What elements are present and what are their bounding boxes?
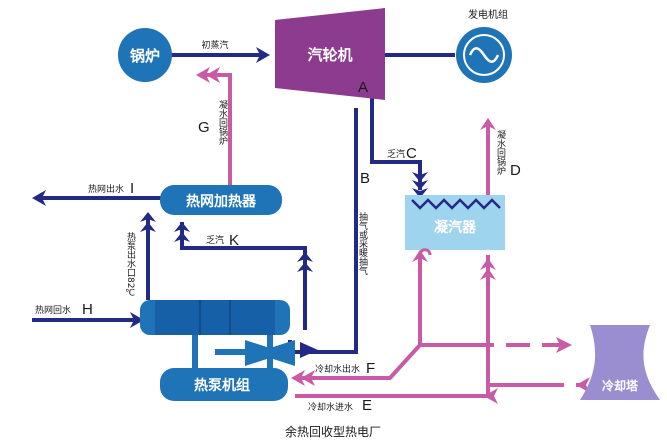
letter-f: F xyxy=(366,360,375,377)
condensate-d-label: 凝水回锅炉 xyxy=(495,130,506,176)
generator: 发电机组 xyxy=(456,8,512,83)
cooling-out-pipe xyxy=(295,255,422,380)
letter-c: C xyxy=(406,145,417,162)
exhaust-c-label: 乏汽 xyxy=(387,148,405,160)
heat-pump-unit: 热泵机组 xyxy=(160,368,288,401)
exhaust-k-label: 乏汽 xyxy=(206,234,224,246)
heat-return-label: 热网回水 xyxy=(35,304,71,316)
arrow-d xyxy=(480,118,496,130)
arrow-g-1 xyxy=(196,67,210,83)
arrow-tower xyxy=(556,337,572,353)
letter-b: B xyxy=(360,170,370,187)
cooling-tower-label: 冷却塔 xyxy=(602,378,639,393)
letter-g: G xyxy=(198,119,210,136)
letter-d: D xyxy=(510,162,521,179)
condenser: 凝汽器 xyxy=(405,195,505,256)
arrow-g-2 xyxy=(206,67,220,83)
diagram-title: 余热回收型热电厂 xyxy=(285,424,381,439)
arrow-c-1 xyxy=(412,172,428,182)
exhaust-c-pipe xyxy=(370,95,422,190)
heater-label: 热网加热器 xyxy=(186,193,257,210)
arrow-up-488 xyxy=(480,258,496,270)
letter-a: A xyxy=(358,79,368,96)
condenser-label: 凝汽器 xyxy=(434,219,477,236)
arrow-k-1 xyxy=(174,222,190,232)
pink-arrows xyxy=(196,67,590,404)
letter-e: E xyxy=(362,397,372,414)
generator-label: 发电机组 xyxy=(468,8,508,21)
arrow-heater-in xyxy=(140,212,156,222)
arrow-heat-out xyxy=(32,190,46,206)
arrow-heater-in-2 xyxy=(140,222,156,232)
heat-network-heater: 热网加热器 xyxy=(160,185,282,215)
condensate-g-label: 凝水回锅炉 xyxy=(217,100,228,146)
boiler-label: 锅炉 xyxy=(130,47,160,65)
arrow-k-2 xyxy=(174,232,190,242)
heat-out-label: 热网出水 xyxy=(88,183,124,195)
cooling-in-label: 冷却水进水 xyxy=(308,401,353,413)
arrow-f-2 xyxy=(301,370,315,386)
arrow-heat-return xyxy=(130,312,144,328)
extraction-label: 抽气或采暖抽气 xyxy=(357,211,368,275)
letter-i: I xyxy=(130,180,134,197)
sine-icon xyxy=(468,47,500,63)
arrow-up-488b xyxy=(480,268,496,280)
cooling-out-label: 冷却水出水 xyxy=(315,363,360,375)
condenser-coil xyxy=(411,198,501,210)
cooling-tower: 冷却塔 xyxy=(580,325,660,400)
letter-k: K xyxy=(229,232,239,249)
turbine: 汽轮机 xyxy=(275,8,385,100)
arrow-c-2 xyxy=(412,180,428,190)
arrow-e-2 xyxy=(484,388,498,404)
heat-pump-tank xyxy=(140,300,290,335)
boiler: 锅炉 xyxy=(118,28,172,82)
arrow-k-4 xyxy=(297,262,313,272)
heat-pump-label: 热泵机组 xyxy=(194,377,250,394)
letter-h: H xyxy=(82,301,93,318)
initial-steam-label: 初蒸汽 xyxy=(201,39,228,51)
arrow-initial-steam xyxy=(256,47,270,63)
heat-pump-out-label: 热泵出水口82℃ xyxy=(125,231,136,299)
arrow-up-420 xyxy=(412,250,428,262)
compressor xyxy=(245,340,318,366)
turbine-label: 汽轮机 xyxy=(307,46,352,64)
arrow-f-1 xyxy=(291,370,305,386)
arrow-k-3 xyxy=(297,252,313,262)
extraction-b-pipe xyxy=(320,108,358,354)
arrow-c-3 xyxy=(412,188,428,198)
